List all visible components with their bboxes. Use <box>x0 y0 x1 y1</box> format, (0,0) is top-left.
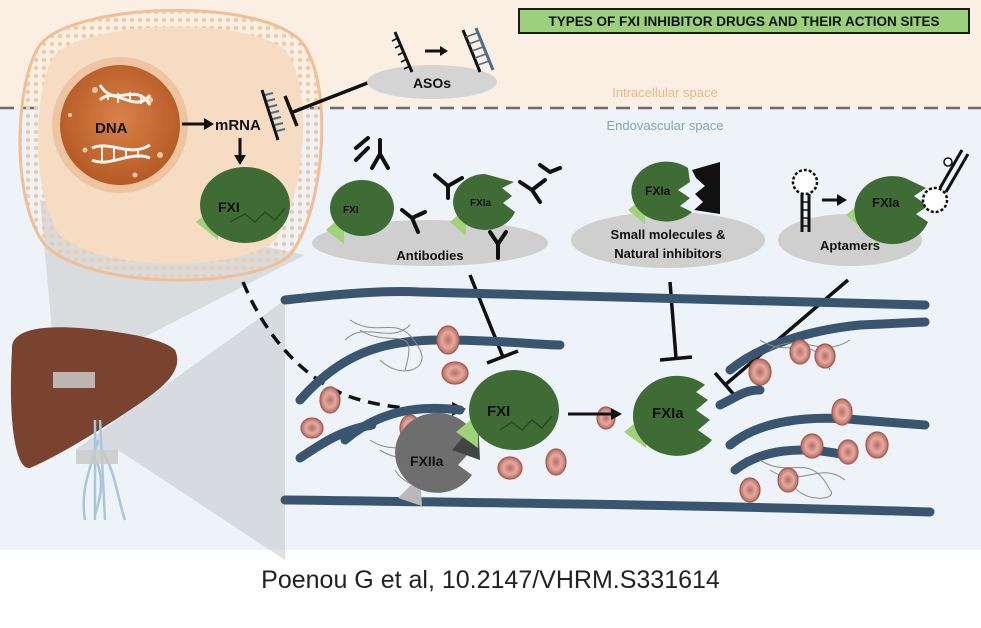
antibodies-label: Antibodies <box>396 248 463 263</box>
aptamer-fxia-label: FXIa <box>872 195 900 210</box>
dna-helix-icon <box>91 84 152 164</box>
blood-vessel <box>280 287 935 517</box>
asos-label: ASOs <box>413 75 451 91</box>
asos-group: ASOs <box>367 27 497 99</box>
citation-caption: Poenou G et al, 10.2147/VHRM.S331614 <box>261 566 720 594</box>
red-blood-cells <box>300 325 889 503</box>
vessel-fxia-factor: FXIa <box>624 375 712 456</box>
fxiia-factor: FXIIa <box>395 412 480 506</box>
mrna-label: mRNA <box>215 117 261 134</box>
small-molecules-group: Small molecules & Natural inhibitors FXI… <box>571 161 765 268</box>
inhibit-aptamers <box>713 278 850 399</box>
small-molecules-label-2: Natural inhibitors <box>614 246 722 261</box>
arrow-dna-to-mrna <box>182 118 214 130</box>
small-fxia-label: FXIa <box>645 184 671 198</box>
zoom-cone-vessel <box>75 300 285 560</box>
secretion-path <box>241 281 456 411</box>
small-molecule-icon <box>692 162 720 214</box>
arrow-fxi-to-fxia <box>568 408 622 420</box>
intracellular-label: Intracellular space <box>612 85 718 100</box>
nucleus: DNA <box>52 57 188 193</box>
diagram-title: TYPES OF FXI INHIBITOR DRUGS AND THEIR A… <box>518 8 970 34</box>
antibody-fxia-label: FXIa <box>470 198 492 209</box>
liver-illustration <box>10 327 178 521</box>
vessel-zoom-box <box>76 450 118 464</box>
endovascular-label: Endovascular space <box>606 118 723 133</box>
mrna-strand-icon <box>260 89 286 141</box>
antibodies-group: Antibodies FXI FXIa <box>312 136 562 266</box>
fxi-cell-label: FXI <box>218 199 240 215</box>
vessel-fxia-label: FXIa <box>652 405 684 422</box>
vessel-fxi-factor: FXI <box>456 370 559 450</box>
fxi-cell-factor: FXI <box>196 167 290 243</box>
small-molecules-label-1: Small molecules & <box>611 227 726 242</box>
fxiia-label: FXIIa <box>410 453 444 469</box>
liver-zoom-box <box>53 372 95 388</box>
aptamers-label: Aptamers <box>820 238 880 253</box>
aptamer-icon <box>791 168 819 232</box>
antibody-fxi-label: FXI <box>343 205 359 216</box>
vessel-fxi-label: FXI <box>487 403 510 420</box>
antibody-icons <box>354 136 562 260</box>
arrow-mrna-to-fxi <box>234 138 246 165</box>
hepatic-vessels <box>82 419 127 521</box>
aptamers-group: Aptamers FXIa <box>778 149 970 266</box>
dna-label: DNA <box>95 120 128 137</box>
aso-inhibition-line <box>283 80 371 127</box>
